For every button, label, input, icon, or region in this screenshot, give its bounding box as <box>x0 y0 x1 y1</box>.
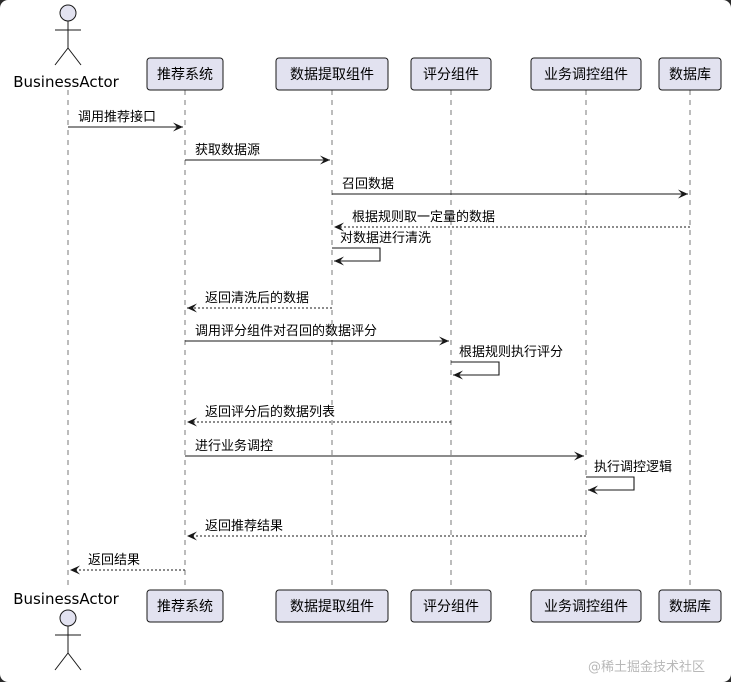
participant-box <box>530 57 642 91</box>
actor-leg-right <box>67 47 82 66</box>
arrowhead <box>453 370 463 380</box>
participant-box <box>658 589 722 623</box>
participant-label: 评分组件 <box>423 67 479 83</box>
message-label: 调用推荐接口 <box>78 109 156 125</box>
arrowhead <box>187 417 197 427</box>
participant-box <box>275 589 389 623</box>
participant-rec-top: 推荐系统 <box>146 57 224 91</box>
actor-figure-bottom: BusinessActor <box>13 590 120 671</box>
message-label: 召回数据 <box>342 177 394 192</box>
participant-box <box>530 589 642 623</box>
message-11: 执行调控逻辑 <box>586 460 672 495</box>
message-2: 获取数据源 <box>185 143 330 165</box>
message-12: 返回推荐结果 <box>187 519 586 541</box>
message-label: 对数据进行清洗 <box>340 231 431 246</box>
participant-box <box>146 589 224 623</box>
message-label: 获取数据源 <box>195 143 260 158</box>
message-8: 根据规则执行评分 <box>451 345 563 380</box>
participant-label: 数据提取组件 <box>290 67 374 83</box>
message-7: 调用评分组件对召回的数据评分 <box>185 323 449 346</box>
arrowhead <box>187 303 197 313</box>
participant-score-bottom: 评分组件 <box>410 589 492 623</box>
participant-rec-bottom: 推荐系统 <box>146 589 224 623</box>
message-1: 调用推荐接口 <box>68 109 183 132</box>
participant-ctrl-bottom: 业务调控组件 <box>530 589 642 623</box>
message-label: 根据规则执行评分 <box>459 345 563 360</box>
actor-label-bottom: BusinessActor <box>13 590 119 608</box>
message-label: 返回推荐结果 <box>205 519 283 534</box>
message-10: 进行业务调控 <box>185 438 584 461</box>
message-label: 根据规则取一定量的数据 <box>352 209 495 225</box>
participant-box <box>410 57 492 91</box>
arrowhead <box>334 256 344 266</box>
participant-box <box>275 57 389 91</box>
participant-extract-top: 数据提取组件 <box>275 57 389 91</box>
arrowhead <box>334 222 344 232</box>
participant-label: 评分组件 <box>423 599 479 615</box>
actor-head <box>59 609 77 627</box>
participant-score-top: 评分组件 <box>410 57 492 91</box>
message-line <box>586 476 635 491</box>
participant-ctrl-top: 业务调控组件 <box>530 57 642 91</box>
arrowhead <box>588 485 598 495</box>
participant-db-bottom: 数据库 <box>658 589 722 623</box>
actor-figure-top: BusinessActor <box>13 4 120 91</box>
message-13: 返回结果 <box>70 553 185 575</box>
participant-box <box>658 57 722 91</box>
participant-box <box>146 57 224 91</box>
participant-db-top: 数据库 <box>658 57 722 91</box>
message-label: 进行业务调控 <box>195 438 273 454</box>
participant-label: 业务调控组件 <box>544 599 628 615</box>
actor-head <box>59 4 77 22</box>
message-9: 返回评分后的数据列表 <box>187 404 451 427</box>
arrowhead <box>439 336 449 346</box>
participant-label: 推荐系统 <box>157 599 213 615</box>
arrowhead <box>173 122 183 132</box>
message-label: 返回评分后的数据列表 <box>205 404 335 420</box>
participant-box <box>410 589 492 623</box>
message-label: 返回清洗后的数据 <box>205 290 309 306</box>
arrowhead <box>574 451 584 461</box>
actor-leg-left <box>54 47 69 66</box>
arrowhead <box>678 189 688 199</box>
actor-leg-right <box>67 652 82 671</box>
watermark: @稀土掘金技术社区 <box>588 659 705 675</box>
participant-label: 数据提取组件 <box>290 599 374 615</box>
participant-label: 业务调控组件 <box>544 67 628 83</box>
arrowhead <box>70 565 80 575</box>
message-line <box>451 361 500 376</box>
message-6: 返回清洗后的数据 <box>187 290 332 313</box>
message-label: 返回结果 <box>88 553 140 568</box>
message-label: 调用评分组件对召回的数据评分 <box>195 323 377 339</box>
arrowhead <box>187 531 197 541</box>
message-3: 召回数据 <box>332 177 688 199</box>
message-line <box>332 247 381 262</box>
actor-label-top: BusinessActor <box>13 73 119 91</box>
participant-label: 数据库 <box>669 599 711 615</box>
message-4: 根据规则取一定量的数据 <box>334 209 690 232</box>
participant-label: 推荐系统 <box>157 67 213 83</box>
actor-leg-left <box>54 652 69 671</box>
arrowhead <box>320 155 330 165</box>
participant-extract-bottom: 数据提取组件 <box>275 589 389 623</box>
message-label: 执行调控逻辑 <box>594 460 672 475</box>
participant-label: 数据库 <box>669 67 711 83</box>
message-5: 对数据进行清洗 <box>332 231 431 266</box>
